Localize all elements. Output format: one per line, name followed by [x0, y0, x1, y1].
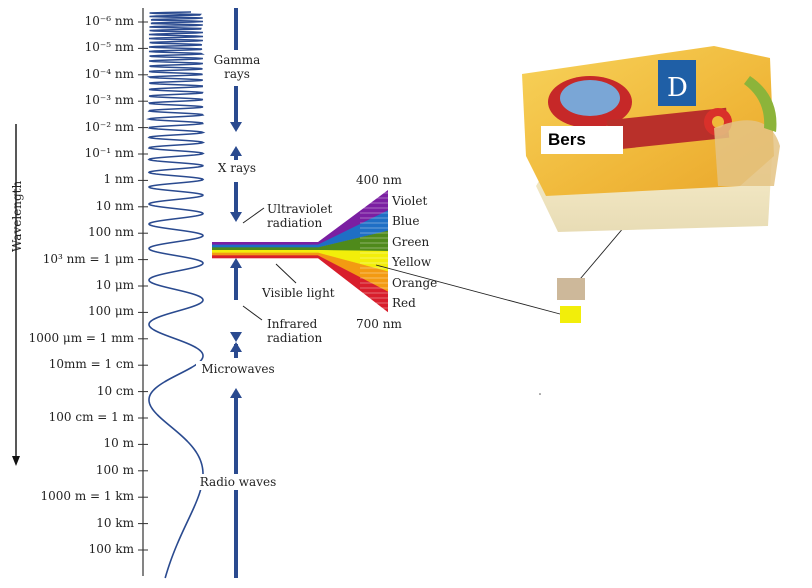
tick-label: 10mm = 1 cm [48, 357, 134, 372]
cheese-color-swatch [557, 278, 585, 300]
tick-label: 1000 m = 1 km [40, 489, 134, 504]
radio-waves-label: Radio waves [194, 474, 282, 490]
ultraviolet-label: Ultraviolet radiation [267, 202, 333, 230]
beam-band [212, 252, 318, 256]
tick-label: 1000 μm = 1 mm [28, 330, 134, 345]
product-label: Bers [541, 126, 623, 154]
color-label-blue: Blue [392, 214, 420, 228]
spectrum-fan-band [318, 190, 388, 245]
beam-band [212, 250, 318, 253]
spectrum-fan-band [318, 230, 388, 252]
spectrum-fan-band [318, 250, 388, 272]
beam-band [212, 242, 318, 245]
arrow-head [230, 258, 242, 268]
tick-label: 10 cm [96, 383, 134, 398]
infrared-pointer [242, 305, 263, 321]
tick-label: 10⁻² nm [84, 119, 134, 134]
tick-label: 10 km [96, 515, 134, 530]
microwaves-label: Microwaves [196, 361, 280, 377]
color-label-violet: Violet [392, 194, 428, 208]
yellow-color-swatch [560, 306, 581, 323]
arrow-head [230, 212, 242, 222]
lettuce [744, 76, 777, 132]
tick-label: 10³ nm = 1 μm [42, 251, 134, 266]
ultraviolet-pointer [242, 207, 265, 224]
tick-label: 10⁻⁶ nm [84, 14, 134, 28]
spectrum-end-label: 700 nm [356, 317, 402, 331]
color-label-yellow: Yellow [392, 255, 432, 269]
arrow-head [230, 342, 242, 352]
pepper-slice-hole [712, 116, 724, 128]
tick-label: 10⁻⁵ nm [84, 40, 134, 55]
beam-band [212, 247, 318, 251]
spectrum-fan-band [318, 252, 388, 292]
visible-light-beam [212, 190, 388, 313]
wavelength-axis-title: Wavelength [10, 180, 24, 252]
nyhet-badge [658, 60, 696, 106]
tick-label: 100 nm [88, 225, 134, 240]
color-label-green: Green [392, 235, 430, 249]
tick-label: 100 μm [88, 304, 134, 319]
tick-label: 10⁻¹ nm [84, 146, 134, 160]
tick-label: 1 nm [103, 172, 134, 187]
band-arrows [230, 8, 242, 578]
cheese-package-photo: D [522, 46, 780, 232]
tick-label: 10⁻³ nm [84, 93, 134, 108]
gamma-rays-label: Gamma rays [206, 52, 268, 82]
wave-curve [146, 11, 206, 579]
beam-band [212, 255, 318, 259]
tick-label: 100 km [88, 542, 134, 556]
tick-label: 100 cm = 1 m [48, 410, 134, 424]
visible-light-pointer [275, 263, 297, 284]
beam-band [212, 244, 318, 248]
tick-label: 100 m [95, 462, 134, 477]
tick-label: 10 m [103, 436, 134, 451]
product-name-band [606, 107, 730, 151]
arrow-head [230, 122, 242, 132]
color-label-red: Red [392, 296, 416, 310]
brand-emblem-inner [560, 80, 620, 116]
tick-label: 10 nm [95, 198, 134, 213]
spectrum-start-label: 400 nm [356, 173, 402, 187]
spectrum-fan-band [318, 255, 388, 313]
bread-slice [714, 120, 780, 186]
tick-label: 10 μm [95, 278, 134, 292]
arrow-head [230, 332, 242, 342]
arrow-head [230, 388, 242, 398]
color-label-orange: Orange [392, 276, 438, 290]
yellow-to-swatch-line [375, 264, 561, 315]
stray-dot [539, 393, 541, 395]
wavelength-arrow-head [12, 456, 20, 466]
nyhet-badge-letter: D [667, 73, 688, 103]
spectrum-fan-band [318, 210, 388, 248]
x-rays-label: X rays [212, 160, 262, 176]
tick-label: 10⁻⁴ nm [84, 66, 134, 81]
infrared-label: Infrared radiation [267, 317, 323, 345]
scale-ticks [138, 21, 148, 551]
visible-light-label: Visible light [262, 286, 335, 300]
